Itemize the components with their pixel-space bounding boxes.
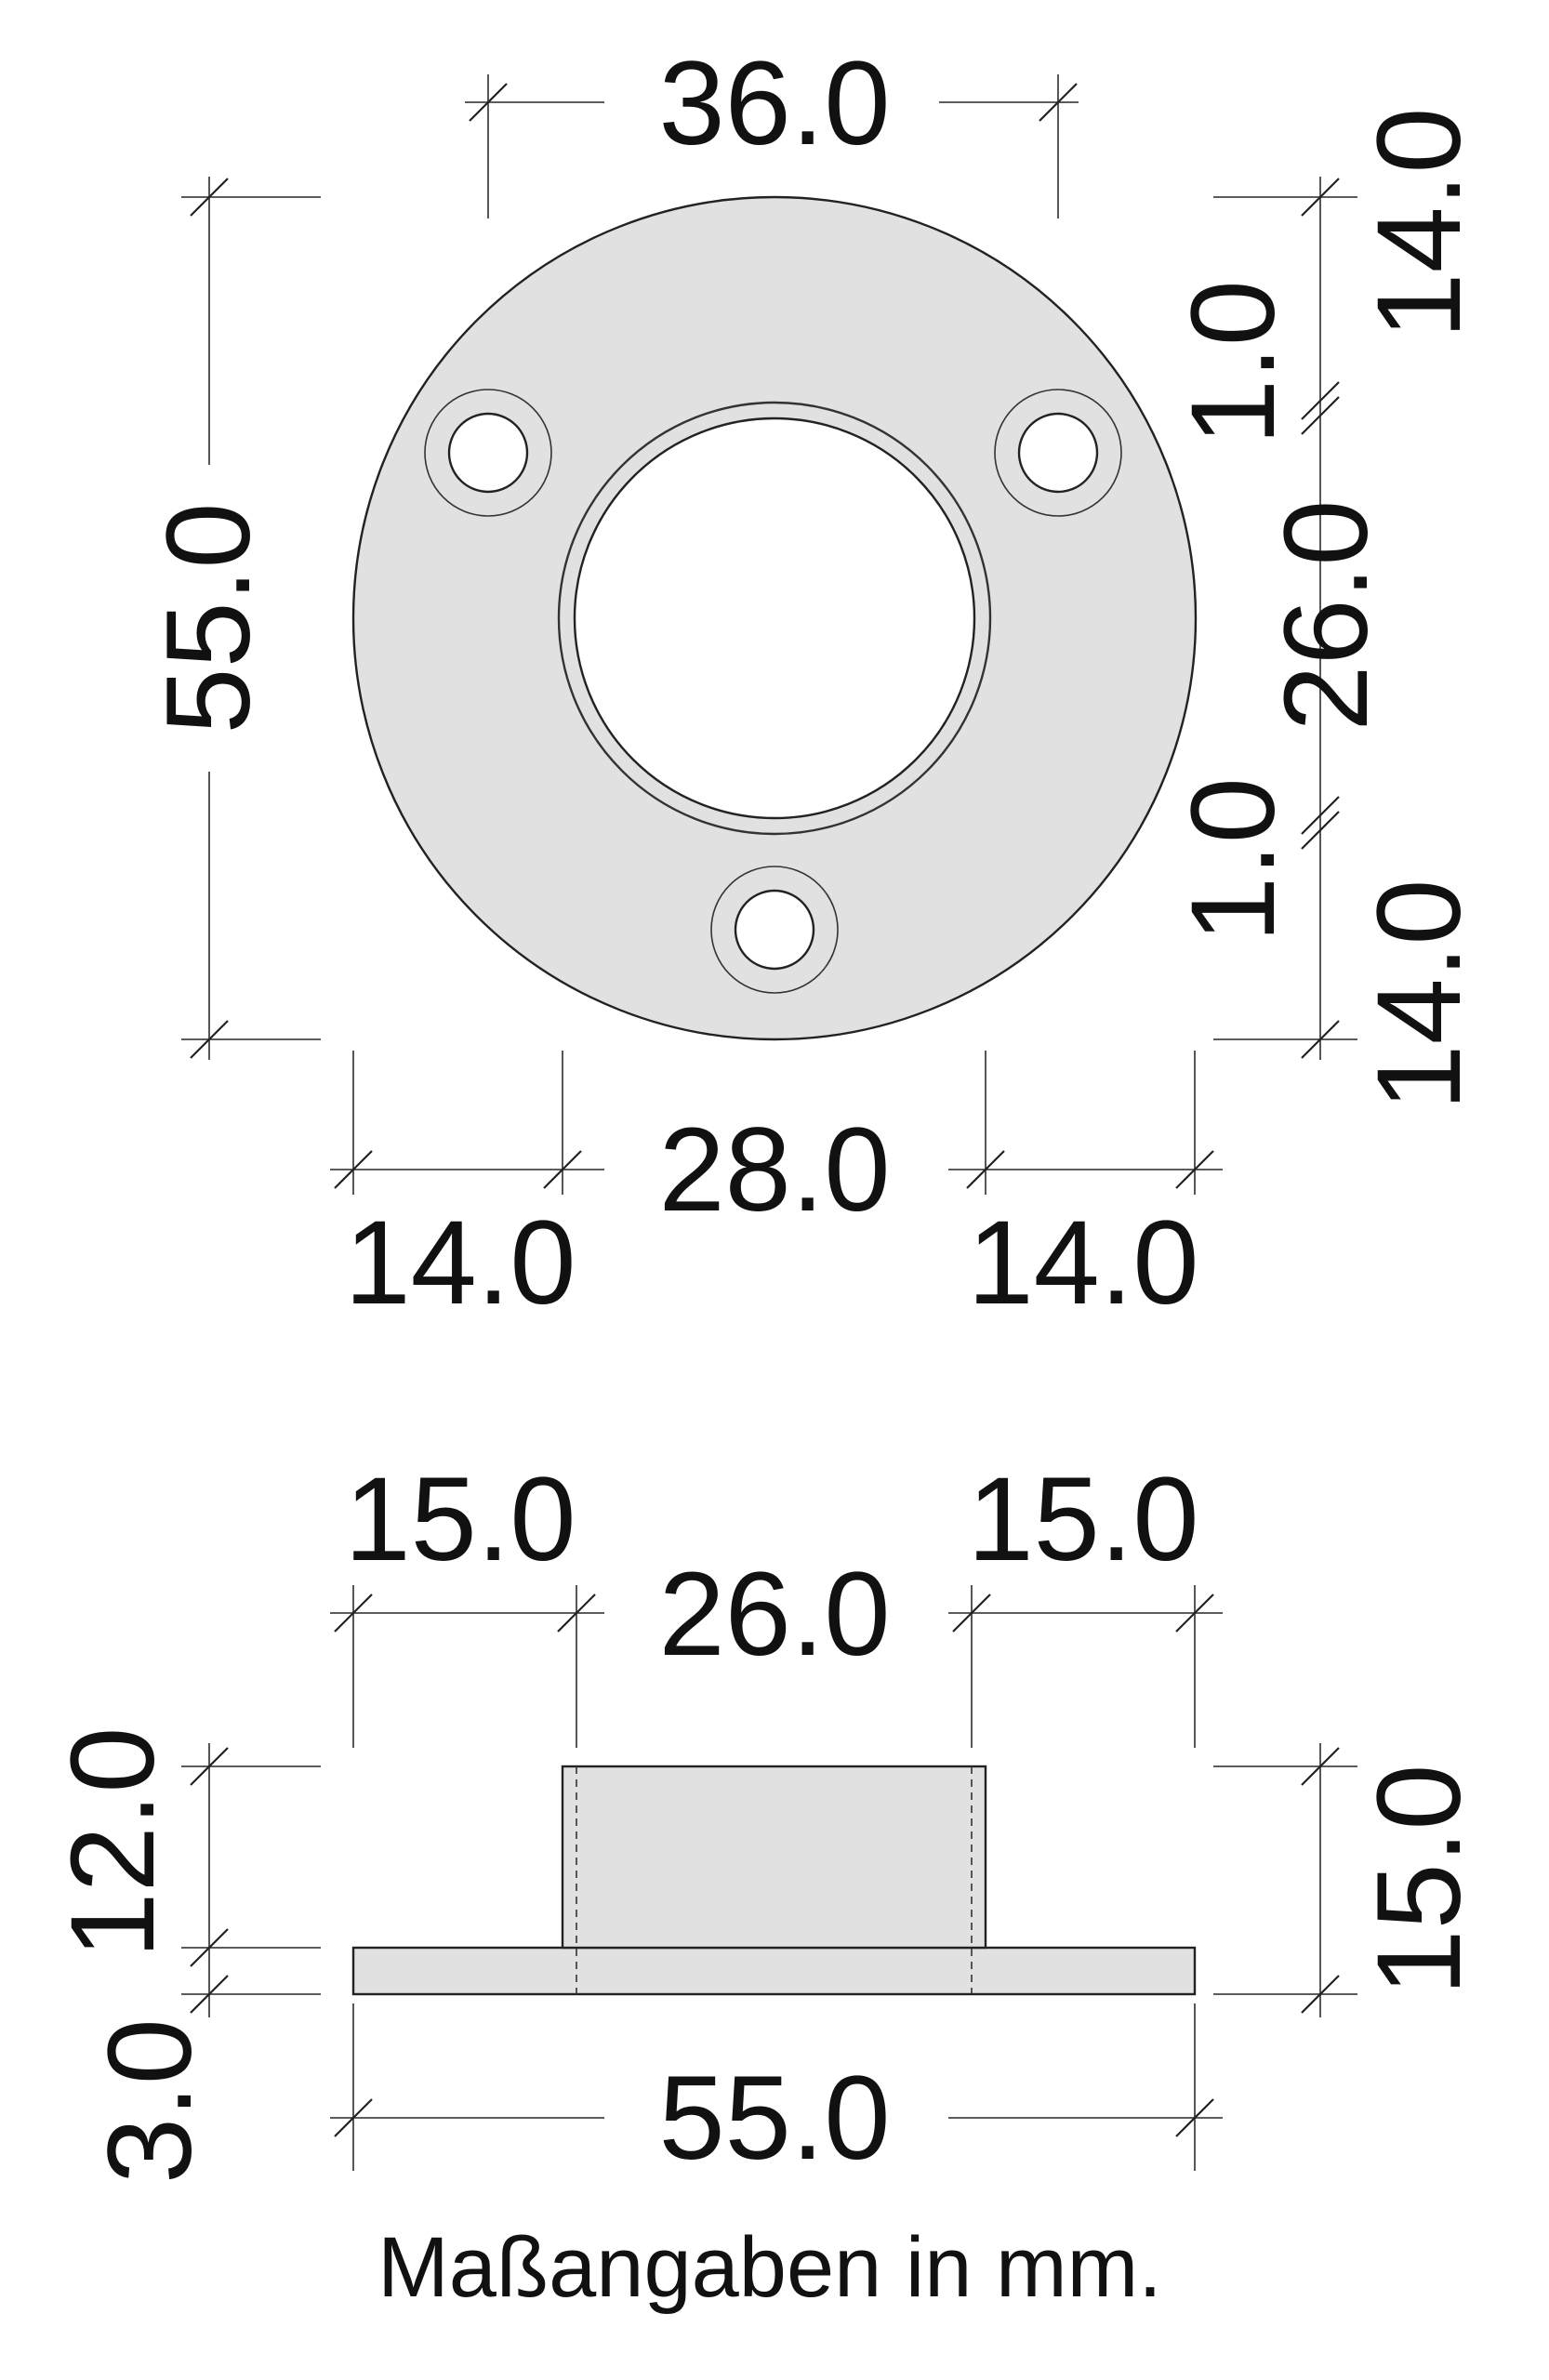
dimension-chain-bottom: 28.0 14.0 14.0 xyxy=(330,1051,1223,1329)
dimension-chain-side-top: 15.0 26.0 15.0 xyxy=(330,1453,1223,1748)
dim-label-14-bottom-left: 14.0 xyxy=(344,1197,576,1329)
dim-label-55-side: 55.0 xyxy=(658,2052,890,2185)
dimension-outer-diameter: 55.0 xyxy=(142,177,321,1060)
dim-label-14-right-bottom: 14.0 xyxy=(1353,879,1486,1110)
dimension-chain-right: 14.0 1.0 26.0 1.0 14.0 xyxy=(1167,107,1486,1110)
dim-label-3-side: 3.0 xyxy=(84,2018,217,2184)
mounting-hole-right xyxy=(994,389,1122,517)
side-view: 15.0 26.0 15.0 12.0 3.0 15.0 xyxy=(46,1453,1486,2185)
dimension-side-bottom: 55.0 xyxy=(330,2003,1223,2185)
top-view: 36.0 55.0 14.0 1.0 26.0 1.0 xyxy=(142,37,1486,1329)
dimension-top-width: 36.0 xyxy=(465,37,1079,218)
dim-label-1-right-bottom: 1.0 xyxy=(1167,777,1300,943)
mounting-hole-bottom xyxy=(710,866,839,994)
dim-label-15-side-vertical: 15.0 xyxy=(1353,1764,1486,1995)
dim-label-15-side-left: 15.0 xyxy=(344,1453,576,1586)
dim-label-1-right-top: 1.0 xyxy=(1167,280,1300,445)
dim-label-12-side: 12.0 xyxy=(46,1726,179,1958)
tube-bore xyxy=(573,416,976,820)
tube-body xyxy=(561,1765,987,1950)
dim-label-28-bottom: 28.0 xyxy=(658,1104,890,1236)
dim-label-26-right: 26.0 xyxy=(1260,499,1393,731)
dim-label-15-side-right: 15.0 xyxy=(967,1453,1198,1586)
dim-label-14-right-top: 14.0 xyxy=(1353,107,1486,338)
units-caption: Maßangaben in mm. xyxy=(377,2220,1162,2315)
dimension-chain-side-left: 12.0 3.0 xyxy=(46,1726,321,2184)
dim-label-26-side: 26.0 xyxy=(658,1548,890,1681)
base-plate xyxy=(351,1946,1197,1996)
mounting-hole-left xyxy=(424,389,552,517)
dim-label-36: 36.0 xyxy=(658,37,890,170)
dim-label-55-vertical: 55.0 xyxy=(142,502,275,734)
dim-label-14-bottom-right: 14.0 xyxy=(967,1197,1198,1329)
tube-outer-circle xyxy=(557,401,992,836)
dimension-side-right: 15.0 xyxy=(1213,1743,1486,2017)
